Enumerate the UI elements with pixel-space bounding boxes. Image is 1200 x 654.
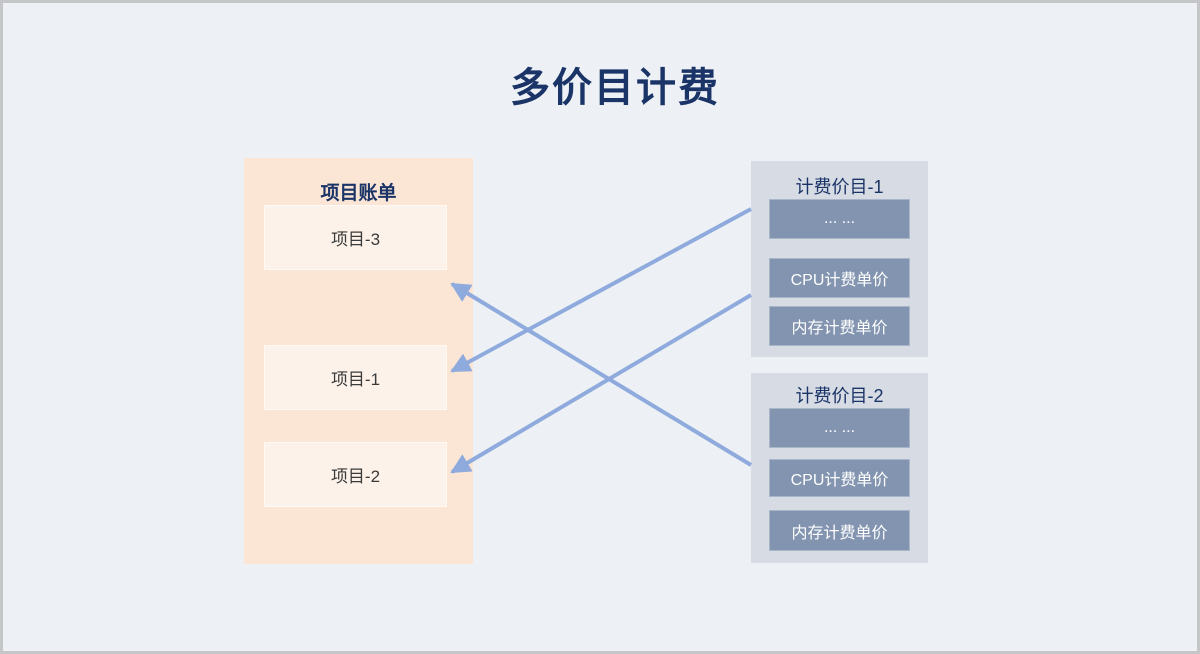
price-list-1-cpu-unit-price: CPU计费单价 bbox=[769, 258, 910, 298]
project-item-3: 项目-3 bbox=[264, 205, 447, 270]
connector-arrow-计费价目-2-to-项目-1 bbox=[450, 282, 753, 467]
project-item-1: 项目-1 bbox=[264, 345, 447, 410]
project-bill-panel-title: 项目账单 bbox=[320, 183, 397, 204]
price-list-1-ellipsis: ... ... bbox=[769, 199, 910, 239]
price-list-2-cpu-unit-price: CPU计费单价 bbox=[769, 459, 910, 497]
price-list-2-memory-unit-price: 内存计费单价 bbox=[769, 510, 910, 551]
price-list-panel-1: 计费价目-1 CPU计费单价 内存计费单价 ... ... bbox=[751, 161, 928, 357]
price-list-1-title: 计费价目-1 bbox=[795, 177, 884, 197]
diagram-title: 多价目计费 bbox=[510, 66, 720, 110]
project-item-2: 项目-2 bbox=[264, 442, 447, 507]
project-bill-panel: 项目账单 项目-1 项目-2 项目-3 bbox=[244, 158, 473, 564]
price-list-panel-2: 计费价目-2 CPU计费单价 内存计费单价 ... ... bbox=[751, 373, 928, 563]
price-list-1-memory-unit-price: 内存计费单价 bbox=[769, 306, 910, 346]
price-list-2-title: 计费价目-2 bbox=[795, 386, 884, 406]
price-list-2-ellipsis: ... ... bbox=[769, 408, 910, 448]
connector-arrow-计费价目-1-to-项目-2 bbox=[450, 207, 752, 373]
connector-arrow-计费价目-1-to-项目-3 bbox=[450, 293, 753, 474]
